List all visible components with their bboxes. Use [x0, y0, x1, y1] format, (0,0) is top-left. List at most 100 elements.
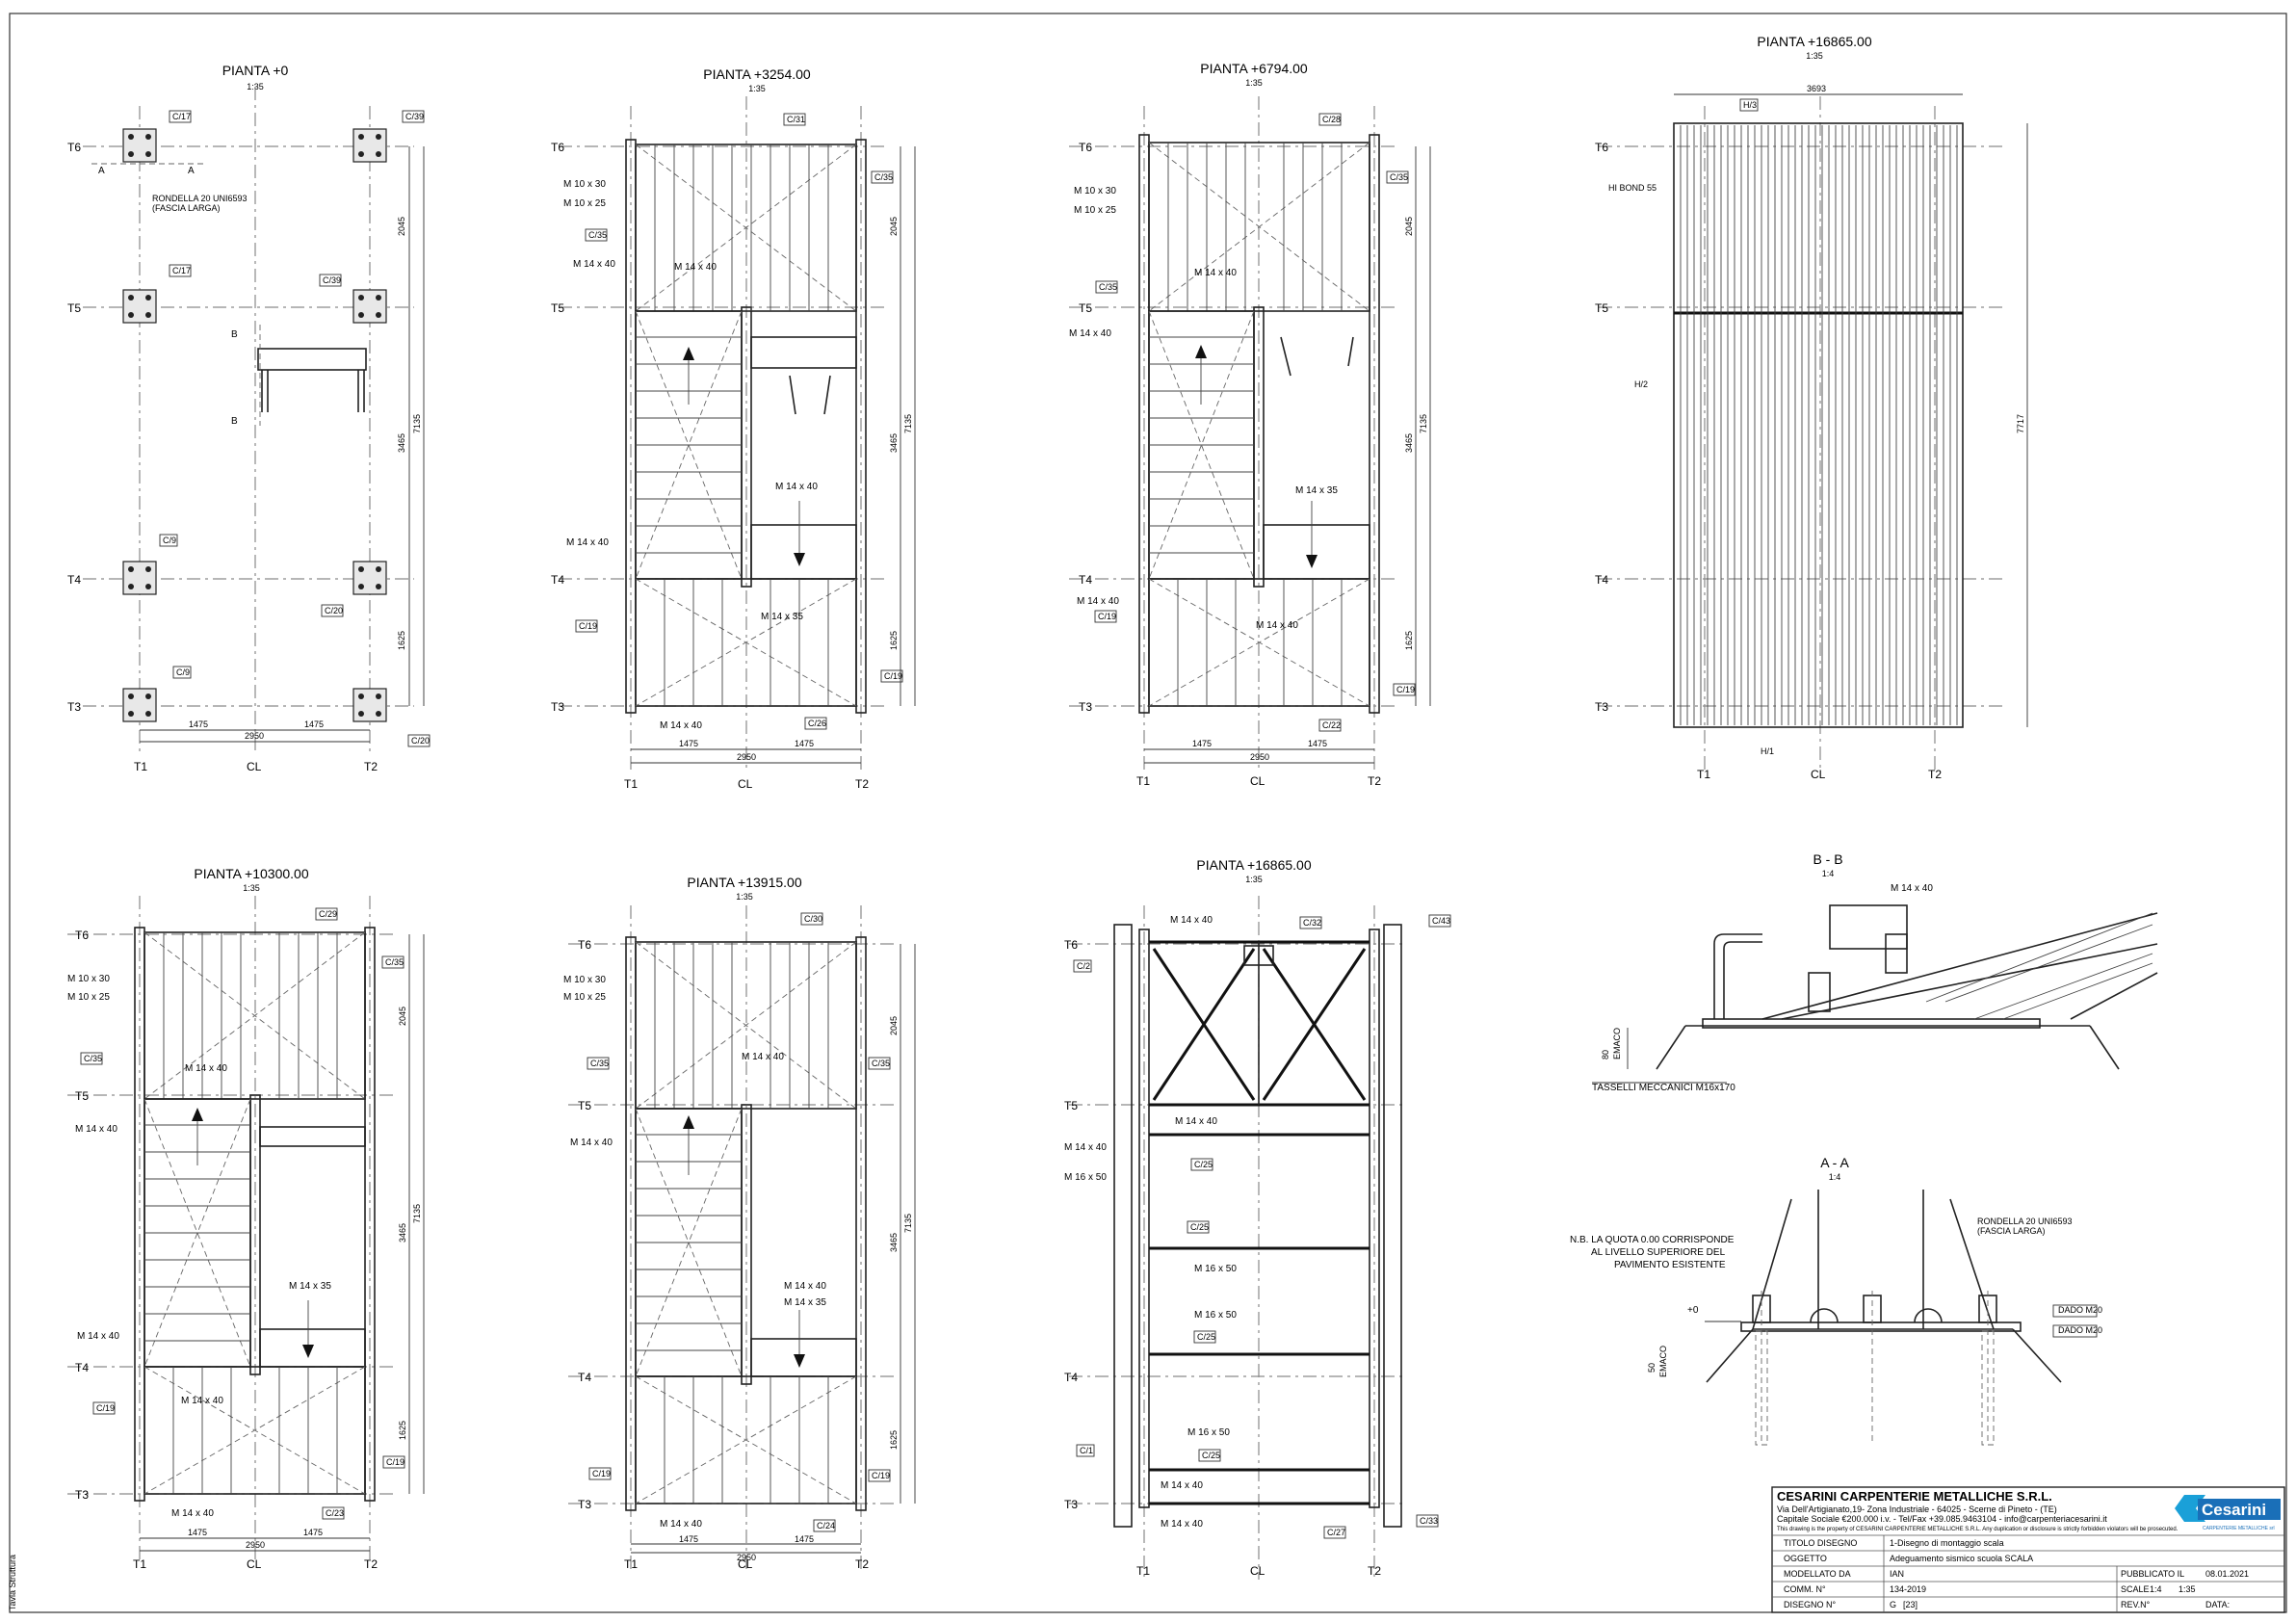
tag: C/43 [1432, 916, 1450, 926]
dim: 2045 [889, 1016, 899, 1035]
bolt-label: M 14 x 40 [573, 259, 615, 270]
tb-value: [23] [1903, 1600, 1918, 1609]
axis-t4: T4 [1595, 573, 1608, 587]
tag: C/23 [326, 1508, 344, 1518]
dim: 1625 [398, 1421, 407, 1440]
tb-label: DATA: [2205, 1600, 2230, 1609]
tag: C/2 [1077, 961, 1090, 971]
axis-t2: T2 [855, 777, 869, 791]
side-label: Tavla Struttura [8, 1555, 17, 1610]
axis-cl: CL [738, 777, 753, 791]
axis-t4: T4 [75, 1361, 89, 1374]
section-scale: 1:4 [1822, 869, 1835, 878]
axis-t3: T3 [1079, 700, 1092, 714]
dim: 3465 [889, 433, 899, 453]
bolt-label: M 14 x 40 [1064, 1142, 1107, 1153]
tag: C/19 [579, 621, 597, 631]
tag: C/35 [84, 1054, 102, 1063]
label-dado: DADO M20 [2058, 1325, 2102, 1335]
bolt-label: M 14 x 40 [660, 1519, 702, 1530]
dim: 1475 [303, 1528, 323, 1537]
tb-label: PUBBLICATO IL [2121, 1569, 2184, 1579]
section-mark-a: A [188, 166, 195, 176]
axis-t2: T2 [1368, 1564, 1381, 1578]
tag: C/19 [592, 1469, 611, 1478]
dim: 1475 [188, 1528, 207, 1537]
axis-t4: T4 [67, 573, 81, 587]
bolt-label: M 10 x 30 [1074, 186, 1116, 196]
bolt-label: M 14 x 40 [742, 1052, 784, 1062]
bolt-label: M 14 x 40 [1194, 268, 1237, 278]
bolt-label: M 10 x 25 [563, 198, 606, 209]
company-address: Via Dell'Artigianato,19- Zona Industrial… [1777, 1504, 2057, 1514]
tb-label: TITOLO DISEGNO [1784, 1538, 1857, 1548]
dim: 1625 [889, 1430, 899, 1450]
axis-t4: T4 [1064, 1371, 1078, 1384]
dim: 1475 [795, 1534, 814, 1544]
company-capital: Capitale Sociale €200.000 i.v. - Tel/Fax… [1777, 1514, 2107, 1524]
dim: 3465 [1404, 433, 1414, 453]
dim: 2950 [1250, 752, 1269, 762]
dim: 3465 [398, 1223, 407, 1243]
tb-label: MODELLATO DA [1784, 1569, 1851, 1579]
tag: C/25 [1194, 1160, 1213, 1169]
bolt-label: M 14 x 40 [181, 1396, 223, 1406]
axis-t1: T1 [1697, 768, 1710, 781]
bolt-label: M 14 x 40 [1891, 883, 1933, 894]
bolt-label: M 16 x 50 [1194, 1310, 1237, 1321]
plan-scale: 1:35 [1245, 875, 1263, 884]
tag: C/29 [319, 909, 337, 919]
bolt-label: M 14 x 40 [1170, 915, 1213, 926]
dim: 2950 [246, 1540, 265, 1550]
dim: 1625 [889, 631, 899, 650]
plan-scale: 1:35 [243, 883, 260, 893]
bolt-label: M 10 x 30 [563, 179, 606, 190]
plan-title: PIANTA +16865.00 [1757, 34, 1871, 49]
tag: C/9 [176, 667, 190, 677]
plan-title: PIANTA +16865.00 [1196, 857, 1311, 873]
tb-label: REV.N° [2121, 1600, 2151, 1609]
tb-value: 1:35 [2179, 1584, 2196, 1594]
bolt-label: M 14 x 40 [1077, 596, 1119, 607]
section-mark-a: A [98, 166, 105, 176]
dim: 1475 [679, 1534, 698, 1544]
tag: C/25 [1190, 1222, 1209, 1232]
axis-t2: T2 [1928, 768, 1942, 781]
bolt-label: M 14 x 40 [674, 262, 717, 273]
tag: C/28 [1322, 115, 1341, 124]
tag: C/17 [172, 266, 191, 275]
tag: C/26 [808, 719, 826, 728]
dim: 7717 [2016, 414, 2025, 433]
label-dado: DADO M20 [2058, 1305, 2102, 1315]
deck-label: HI BOND 55 [1608, 183, 1657, 193]
dim: 2950 [737, 752, 756, 762]
tb-label: SCALE [2121, 1584, 2150, 1594]
label-tasselli: TASSELLI MECCANICI M16x170 [1592, 1083, 1735, 1093]
dim: 7135 [903, 414, 913, 433]
dim: 1475 [1308, 739, 1327, 748]
axis-t5: T5 [551, 301, 564, 315]
axis-t1: T1 [624, 1557, 638, 1571]
tag: C/19 [96, 1403, 115, 1413]
plan-title: PIANTA +3254.00 [703, 66, 811, 82]
bolt-label: M 14 x 40 [77, 1331, 119, 1342]
axis-t3: T3 [75, 1488, 89, 1502]
bolt-label: M 14 x 40 [570, 1138, 613, 1148]
tag: C/30 [804, 914, 822, 924]
dim: 1625 [1404, 631, 1414, 650]
dim: 2045 [397, 217, 406, 236]
axis-t1: T1 [624, 777, 638, 791]
dim: 3693 [1807, 84, 1826, 93]
bolt-label: M 16 x 50 [1064, 1172, 1107, 1183]
tag: C/35 [874, 172, 893, 182]
axis-t3: T3 [551, 700, 564, 714]
company-logo: Cesarini CARPENTERIE METALLICHE srl [2175, 1495, 2281, 1531]
tag: C/24 [817, 1521, 835, 1530]
axis-t6: T6 [75, 929, 89, 942]
bolt-label: M 14 x 40 [1161, 1519, 1203, 1530]
section-a-a: A - A 1:4 N.B. LA QUOTA 0.00 CORRISPONDE… [1570, 1155, 2102, 1446]
note-line: PAVIMENTO ESISTENTE [1614, 1260, 1726, 1270]
dim: 2950 [245, 731, 264, 741]
tag: H/2 [1634, 379, 1648, 389]
plan-title: PIANTA +0 [222, 63, 289, 78]
